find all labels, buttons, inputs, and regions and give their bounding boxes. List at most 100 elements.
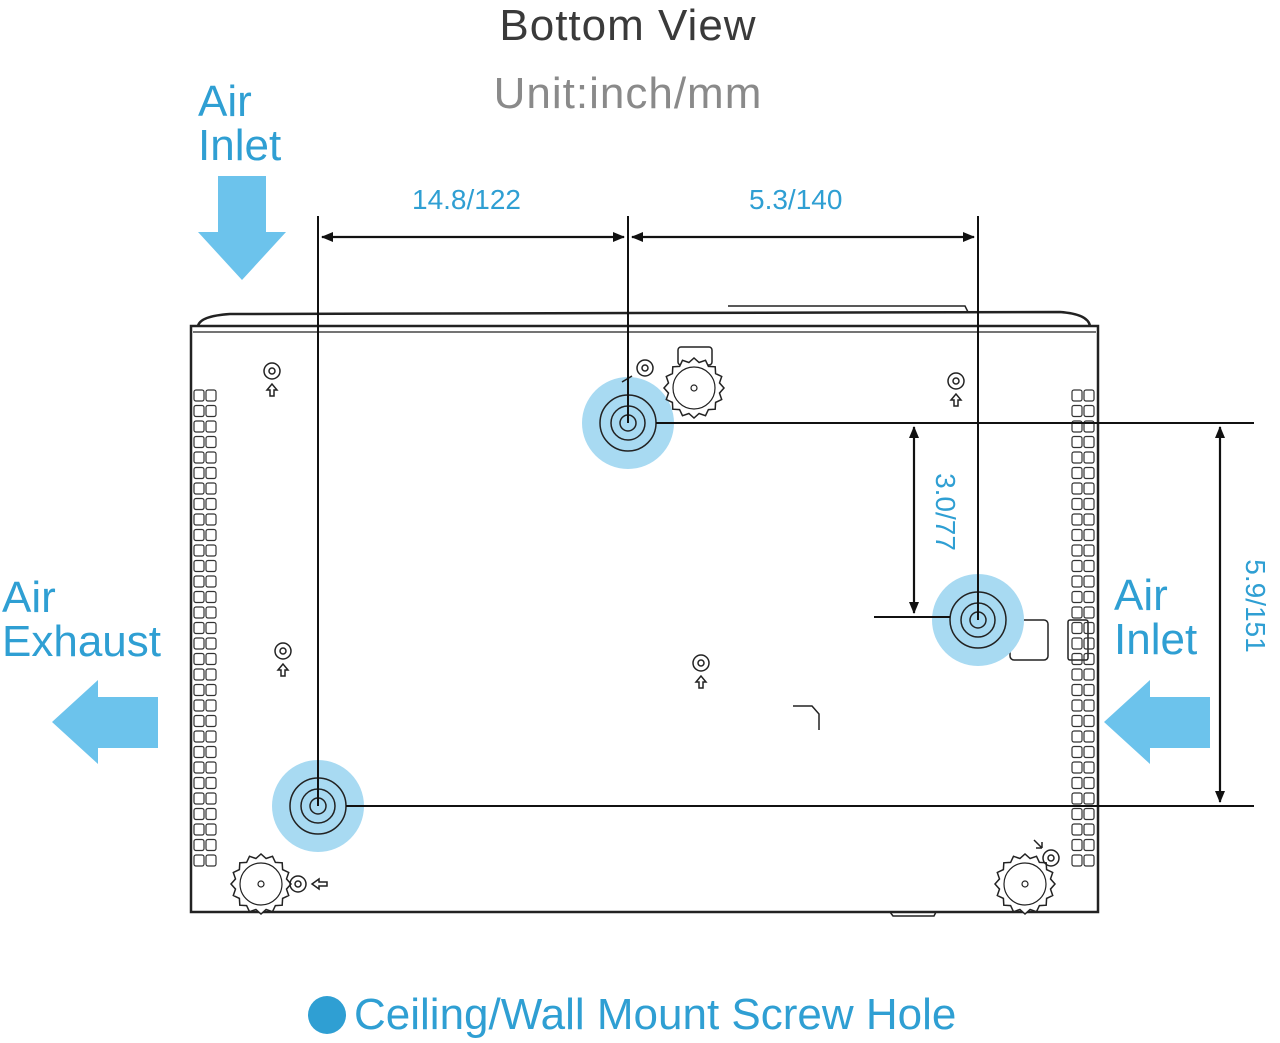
page-title: Bottom View <box>499 1 757 50</box>
vent-slot <box>1071 823 1083 836</box>
dim-label-top-right: 5.3/140 <box>749 184 843 215</box>
vent-slot <box>1083 745 1095 759</box>
vent-slot <box>205 652 217 666</box>
vent-slot <box>1083 559 1095 573</box>
vent-slot <box>1083 699 1095 712</box>
vent-slot <box>1083 404 1095 418</box>
vent-slot <box>1083 466 1095 480</box>
vent-slot <box>1071 435 1083 449</box>
gear-foot-center <box>1021 880 1029 888</box>
vent-slot <box>1071 652 1083 666</box>
vent-slot <box>205 559 217 573</box>
vent-slot <box>1071 699 1083 712</box>
air-exhaust-label: Air Exhaust <box>2 576 161 664</box>
vent-slot <box>205 590 217 604</box>
vent-slot <box>1071 575 1083 588</box>
vent-slot <box>205 838 217 852</box>
vent-slot <box>193 714 205 728</box>
vent-slot <box>193 528 205 542</box>
vent-slot <box>1071 466 1083 480</box>
vent-slot <box>205 807 217 821</box>
vent-slot <box>1071 714 1083 728</box>
vent-slot <box>193 513 205 526</box>
small-screws <box>263 359 1060 893</box>
vent-slot <box>193 730 205 743</box>
vent-slot <box>1083 389 1095 402</box>
up-arrow-icon <box>949 392 963 407</box>
vent-slot <box>193 404 205 418</box>
screw-core <box>268 367 276 375</box>
dimension-lines <box>321 232 1225 803</box>
vent-slot <box>205 420 217 433</box>
legend-dot-icon <box>308 996 346 1034</box>
vent-slot <box>1083 606 1095 619</box>
up-arrow-icon <box>694 674 708 689</box>
vent-slot <box>193 637 205 650</box>
vent-slot <box>1083 730 1095 743</box>
vent-slot <box>205 606 217 619</box>
vent-slot <box>193 745 205 759</box>
vent-slot <box>193 683 205 697</box>
vent-slot <box>193 544 205 557</box>
air-inlet-right-line1: Air <box>1114 571 1168 620</box>
screw-core <box>1047 854 1055 862</box>
vent-slot <box>193 559 205 573</box>
vent-slot <box>205 544 217 557</box>
air-exhaust-arrow <box>52 680 158 764</box>
legend: Ceiling/Wall Mount Screw Hole <box>308 990 956 1040</box>
vent-slot <box>193 389 205 402</box>
projector-body <box>189 305 1100 917</box>
vent-slot <box>205 621 217 635</box>
vent-slot <box>1083 652 1095 666</box>
vent-slot <box>1083 528 1095 542</box>
vent-slot <box>1071 776 1083 790</box>
vent-slot <box>205 451 217 464</box>
vent-slot <box>1071 792 1083 805</box>
vent-slot <box>193 838 205 852</box>
vent-slot <box>1083 575 1095 588</box>
vent-slot <box>1083 435 1095 449</box>
air-exhaust-line2: Exhaust <box>2 617 161 666</box>
vent-slot <box>1071 807 1083 821</box>
vent-slot <box>1071 389 1083 402</box>
vent-slot <box>193 792 205 805</box>
vent-slot <box>1071 761 1083 774</box>
vent-slot <box>1071 606 1083 619</box>
vent-slot <box>193 761 205 774</box>
vent-slot <box>193 699 205 712</box>
air-inlet-right-arrow <box>1104 680 1210 764</box>
vent-slot <box>1083 420 1095 433</box>
vent-slot <box>1083 513 1095 526</box>
vent-slot <box>1083 621 1095 635</box>
vent-slot <box>205 776 217 790</box>
vent-slot <box>1071 482 1083 495</box>
vent-slot <box>1071 683 1083 697</box>
vent-slot <box>1071 668 1083 681</box>
vent-slot <box>193 590 205 604</box>
diagonal-arrow-icon <box>1033 839 1043 849</box>
vent-slot <box>1071 497 1083 511</box>
air-inlet-top-label: Air Inlet <box>198 80 281 168</box>
vent-slot <box>1071 528 1083 542</box>
dim-label-vertical-inner: 3.0/77 <box>930 473 961 551</box>
vent-slot <box>1083 482 1095 495</box>
vent-slot <box>193 652 205 666</box>
vent-slot <box>205 389 217 402</box>
vent-slot <box>1071 637 1083 650</box>
vent-slot <box>193 451 205 464</box>
vent-slot <box>1071 451 1083 464</box>
vent-slot <box>193 435 205 449</box>
vent-slot <box>205 792 217 805</box>
gear-foot-inner <box>1003 862 1047 906</box>
vent-slot <box>193 482 205 495</box>
vent-slot <box>193 854 205 867</box>
vent-grilles <box>193 389 1095 867</box>
vent-slot <box>1071 854 1083 867</box>
dim-label-vertical-outer: 5.9/151 <box>1240 559 1271 653</box>
gear-foot-inner <box>239 862 283 906</box>
up-arrow-icon <box>276 662 290 677</box>
vent-slot <box>205 404 217 418</box>
air-inlet-right-label: Air Inlet <box>1114 574 1197 662</box>
dim-label-top-left: 14.8/122 <box>412 184 521 215</box>
